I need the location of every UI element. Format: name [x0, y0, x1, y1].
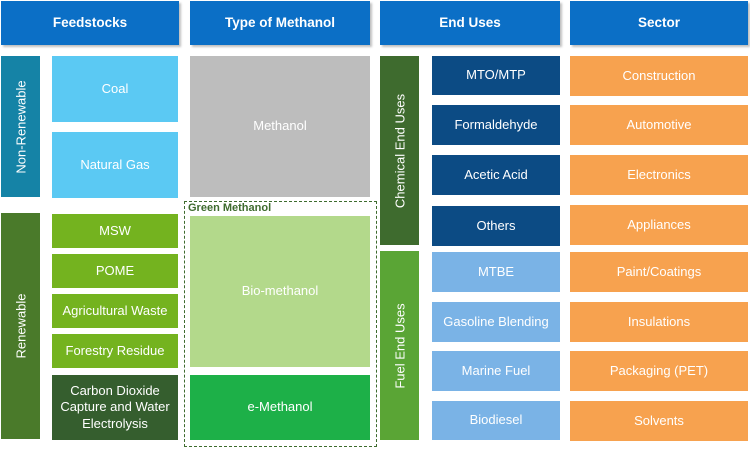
- header-feedstocks: Feedstocks: [1, 1, 179, 45]
- methanol-e: e-Methanol: [190, 375, 370, 440]
- sector-appliances: Appliances: [570, 205, 748, 245]
- group-renewable-label: Renewable: [13, 293, 28, 359]
- sector-packaging-pet: Packaging (PET): [570, 351, 748, 391]
- group-chemical-end-uses: Chemical End Uses: [380, 56, 419, 245]
- group-non-renewable: Non-Renewable: [1, 56, 40, 197]
- enduse-acetic-acid: Acetic Acid: [432, 155, 560, 195]
- enduse-mto-mtp: MTO/MTP: [432, 56, 560, 95]
- header-sector: Sector: [570, 1, 748, 45]
- enduse-others: Others: [432, 206, 560, 246]
- group-non-renewable-label: Non-Renewable: [13, 79, 28, 174]
- enduse-marine-fuel: Marine Fuel: [432, 351, 560, 391]
- enduse-mtbe: MTBE: [432, 252, 560, 292]
- feedstock-ccu: Carbon Dioxide Capture and Water Electro…: [52, 375, 178, 440]
- sector-paint-coatings: Paint/Coatings: [570, 252, 748, 292]
- enduse-formaldehyde: Formaldehyde: [432, 105, 560, 145]
- sector-solvents: Solvents: [570, 401, 748, 441]
- group-fuel-end-uses: Fuel End Uses: [380, 251, 419, 440]
- group-chemical-end-uses-label: Chemical End Uses: [392, 93, 407, 208]
- enduse-biodiesel: Biodiesel: [432, 401, 560, 440]
- methanol-conventional: Methanol: [190, 56, 370, 197]
- header-type-of-methanol: Type of Methanol: [190, 1, 370, 45]
- enduse-gasoline-blending: Gasoline Blending: [432, 302, 560, 342]
- header-end-uses: End Uses: [380, 1, 560, 45]
- feedstock-agricultural-waste: Agricultural Waste: [52, 294, 178, 328]
- group-renewable: Renewable: [1, 213, 40, 439]
- green-methanol-group: [184, 201, 377, 447]
- green-methanol-label: Green Methanol: [188, 202, 272, 214]
- sector-insulations: Insulations: [570, 302, 748, 342]
- group-fuel-end-uses-label: Fuel End Uses: [392, 302, 407, 389]
- feedstock-pome: POME: [52, 254, 178, 288]
- methanol-bio: Bio-methanol: [190, 216, 370, 367]
- sector-automotive: Automotive: [570, 105, 748, 145]
- feedstock-forestry-residue: Forestry Residue: [52, 334, 178, 368]
- sector-electronics: Electronics: [570, 155, 748, 195]
- feedstock-natural-gas: Natural Gas: [52, 132, 178, 198]
- feedstock-coal: Coal: [52, 56, 178, 122]
- sector-construction: Construction: [570, 56, 748, 96]
- feedstock-msw: MSW: [52, 214, 178, 248]
